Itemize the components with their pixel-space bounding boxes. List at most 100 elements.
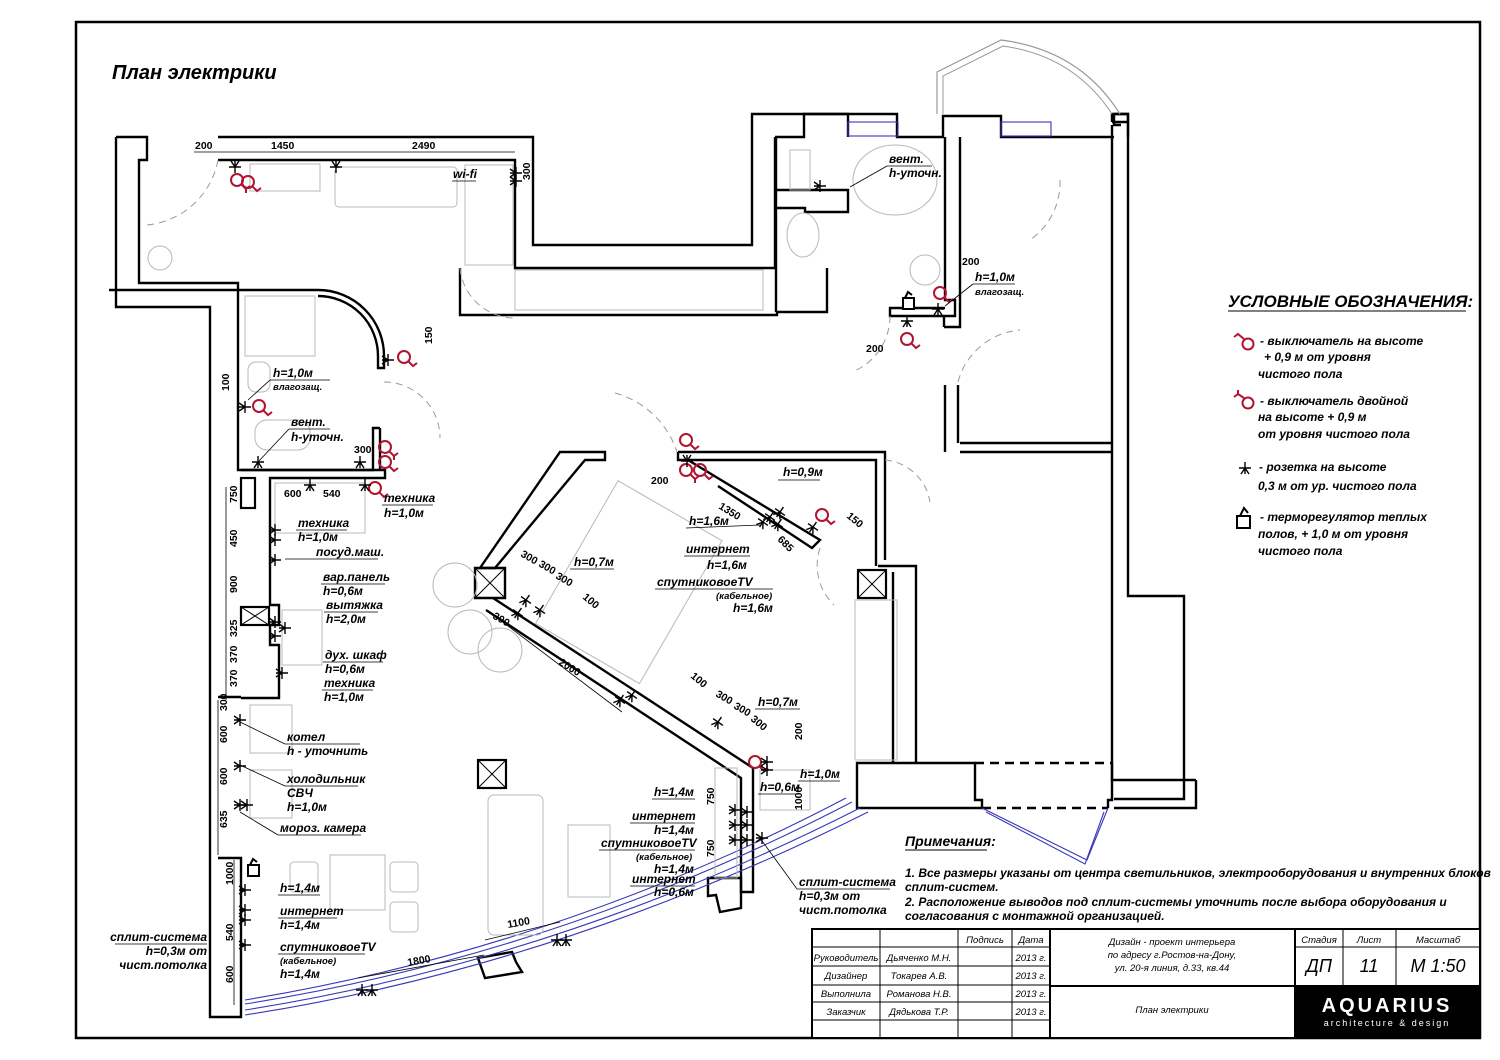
stage-value: ДП — [1304, 956, 1333, 976]
socket-icon — [813, 180, 826, 192]
socket-icon — [728, 834, 741, 846]
legend-heading: УСЛОВНЫЕ ОБОЗНАЧЕНИЯ: — [1228, 292, 1473, 311]
scale-value: М 1:50 — [1410, 956, 1465, 976]
dim-text: 600 — [284, 488, 302, 500]
socket-icon — [354, 456, 366, 469]
label: h=0,3м от — [146, 944, 208, 958]
dim-text: 750 — [228, 485, 240, 503]
logo-sub: architecture & design — [1324, 1018, 1451, 1028]
socket-icon — [278, 622, 291, 634]
label: h=0,3м от — [799, 889, 861, 903]
label: h=1,0м — [273, 366, 313, 380]
switch-icon — [378, 455, 399, 473]
socket-icon — [238, 939, 251, 951]
socket-icon — [233, 714, 246, 726]
notes: Примечания: 1. Все размеры указаны от це… — [904, 833, 1491, 923]
socket-icon — [613, 694, 626, 708]
label: вар.панель — [323, 570, 390, 584]
label: h=1,0м — [298, 530, 338, 544]
page-title: План электрики — [112, 62, 277, 84]
switch-icon — [368, 481, 389, 499]
socket-icon — [330, 160, 342, 173]
label: h-уточн. — [291, 430, 344, 444]
label: интернет — [280, 904, 344, 918]
socket-icon — [381, 354, 394, 366]
furniture — [147, 144, 941, 936]
label: чист.потолка — [799, 903, 887, 917]
label: спутниковоеTV — [280, 940, 377, 954]
stage-label: Стадия — [1301, 935, 1337, 946]
legend-text: от уровня чистого пола — [1258, 427, 1410, 441]
tb-date: 2013 г. — [1014, 971, 1046, 982]
dim-text: 300 — [732, 700, 753, 719]
dim-text: 540 — [323, 488, 341, 500]
dim-text: 635 — [218, 810, 230, 828]
project-line: Дизайн - проект интерьера — [1108, 937, 1236, 948]
label: влагозащ. — [975, 287, 1024, 298]
dim-text: 150 — [423, 326, 435, 344]
switch-icon — [815, 508, 836, 526]
label: техника — [324, 676, 376, 690]
socket-icon — [511, 607, 524, 621]
walls — [109, 112, 1198, 1019]
socket-icon — [519, 594, 532, 608]
legend-text: чистого пола — [1258, 367, 1343, 381]
socket-icon — [238, 401, 251, 413]
tb-row: Выполнила Романова Н.В. 2013 г. — [821, 989, 1047, 1000]
switch-icon — [1233, 332, 1255, 351]
label: h=1,6м — [689, 514, 729, 528]
dim-text: 2490 — [412, 140, 436, 152]
switch-icon — [900, 332, 921, 350]
label: h=1,4м — [280, 881, 320, 895]
label: (кабельное) — [636, 852, 692, 863]
legend-text: на высоте + 0,9 м — [1258, 410, 1367, 424]
label: вент. — [889, 152, 924, 166]
socket-icon — [755, 832, 768, 844]
legend: УСЛОВНЫЕ ОБОЗНАЧЕНИЯ: - выключатель на в… — [1228, 292, 1473, 558]
label: h=1,0м — [975, 270, 1015, 284]
dim-text: 100 — [220, 373, 232, 391]
socket-icon — [268, 534, 281, 546]
switch-icon — [241, 175, 262, 193]
dim-text: 200 — [962, 256, 980, 268]
col-header-signature: Подпись — [966, 935, 1004, 946]
scale-label: Масштаб — [1416, 935, 1461, 946]
socket-icon — [932, 303, 944, 316]
socket-icon — [681, 454, 693, 467]
socket-icon — [366, 984, 378, 997]
socket-icon — [238, 884, 251, 896]
dim-text: 100 — [580, 591, 601, 612]
label: (кабельное) — [716, 591, 772, 602]
dim-text: 300 — [714, 688, 735, 707]
socket-icon — [304, 479, 316, 492]
legend-text: чистого пола — [1258, 544, 1343, 558]
dim-text: 300 — [218, 693, 230, 711]
label: h=0,7м — [574, 555, 614, 569]
dim-text: 685 — [775, 534, 796, 555]
tb-name: Романова Н.В. — [887, 989, 952, 1000]
sheet-name: План электрики — [1135, 1005, 1209, 1016]
dim-text: 370 — [228, 645, 240, 663]
tb-role: Выполнила — [821, 989, 871, 1000]
socket-icon — [275, 667, 288, 679]
label: h=1,0м — [384, 506, 424, 520]
label: посуд.маш. — [316, 545, 384, 559]
thermostat-icon — [247, 857, 260, 877]
dim-text: 1450 — [271, 140, 295, 152]
project-line: по адресу г.Ростов-на-Дону, — [1108, 950, 1237, 961]
label-wifi: wi-fi — [453, 167, 478, 181]
socket-icon — [901, 315, 913, 328]
notes-heading: Примечания: — [905, 833, 996, 849]
dim-text: 200 — [793, 722, 805, 740]
label: сплит-система — [799, 875, 896, 889]
label: интернет — [686, 542, 750, 556]
electrical-symbols — [229, 160, 954, 997]
label: дух. шкаф — [325, 648, 387, 662]
label: (кабельное) — [280, 956, 336, 967]
tb-date: 2013 г. — [1014, 1007, 1046, 1018]
dim-text: 100 — [688, 670, 709, 691]
socket-icon — [773, 506, 786, 520]
double-switch-icon — [679, 463, 700, 483]
socket-icon — [728, 819, 741, 831]
